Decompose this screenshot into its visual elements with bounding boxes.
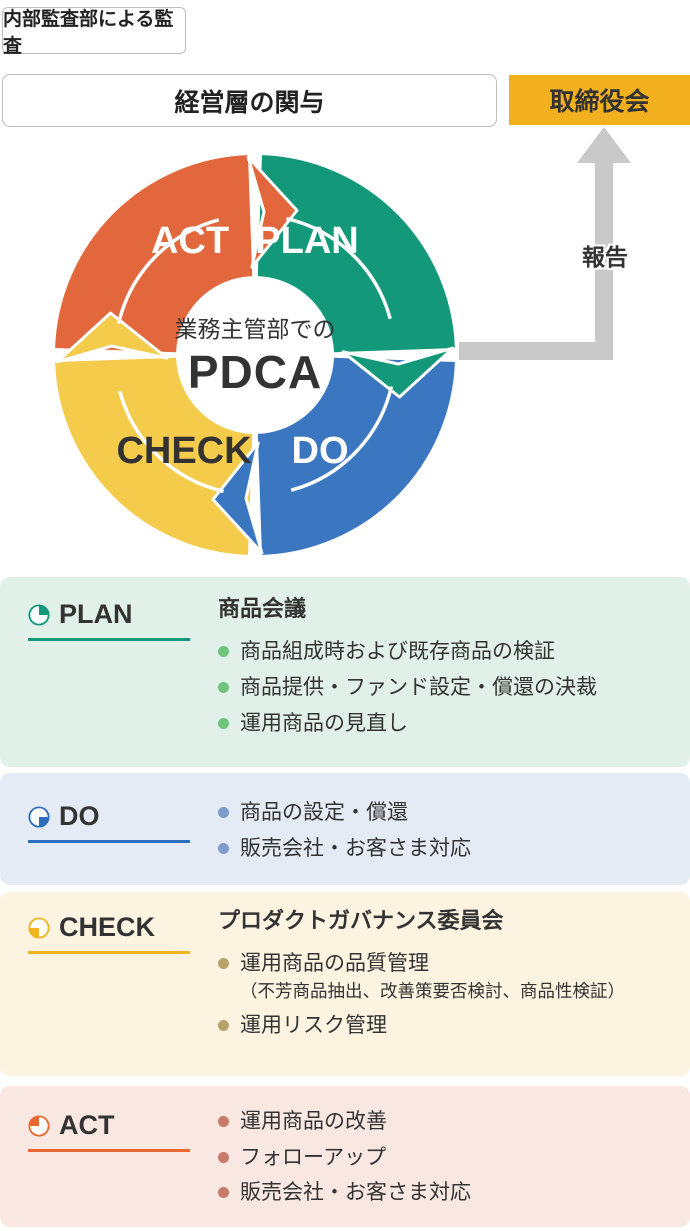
bullet-text: 商品提供・ファンド設定・償還の決裁 — [240, 676, 597, 700]
section-check-heading: プロダクトガバナンス委員会 — [218, 908, 504, 933]
section-act: ACT 運用商品の改善 フォローアップ 販売会社・お客さま対応 — [0, 1086, 690, 1227]
wheel-inner-arc-check — [118, 390, 224, 494]
list-item: 販売会社・お客さま対応 — [218, 1179, 674, 1207]
bullet-text: 運用商品の見直し — [240, 711, 408, 735]
pie-quarter-1-icon — [28, 603, 50, 626]
wheel-quadrant-check — [55, 357, 253, 555]
section-act-label: ACT — [59, 1110, 115, 1140]
section-do-content: 商品の設定・償還 販売会社・お客さま対応 — [218, 799, 674, 870]
list-item: 運用商品の品質管理 （不芳商品抽出、改善策要否検討、商品性検証） — [218, 950, 674, 1003]
list-item: 商品の設定・償還 — [218, 799, 674, 827]
wheel-label-act: ACT — [151, 220, 229, 262]
wheel-inner-arc-plan — [286, 216, 392, 320]
wheel-label-plan: PLAN — [255, 220, 358, 262]
pie-quarter-2-icon — [28, 805, 50, 828]
pie-quarter-3-icon — [28, 916, 50, 939]
bullet-dot-icon — [218, 842, 229, 854]
bullet-dot-icon — [218, 682, 229, 694]
section-plan-label-block: PLAN — [28, 599, 190, 641]
report-arrow-vertical-bar — [595, 160, 613, 360]
section-do: DO 商品の設定・償還 販売会社・お客さま対応 — [0, 773, 690, 885]
bullet-dot-icon — [218, 958, 229, 970]
list-item: 商品提供・ファンド設定・償還の決裁 — [218, 674, 674, 702]
internal-audit-label: 内部監査部による監査 — [3, 8, 174, 57]
bullet-dot-icon — [218, 807, 229, 818]
bullet-text: 運用商品の改善 — [240, 1110, 387, 1133]
wheel-quadrant-act — [55, 155, 253, 353]
report-arrow-up-icon — [577, 127, 631, 163]
wheel-inner-arc-do — [290, 386, 394, 492]
wheel-label-do: DO — [292, 430, 349, 472]
report-arrow-horizontal-bar — [459, 342, 613, 360]
wheel-center-subtitle: 業務主管部での — [175, 316, 336, 342]
wheel-arrowhead-check-icon — [55, 311, 169, 364]
bullet-text: 商品の設定・償還 — [240, 801, 408, 824]
section-do-label: DO — [59, 801, 100, 831]
bullet-text: フォローアップ — [240, 1145, 387, 1169]
wheel-center-title: PDCA — [188, 346, 322, 398]
pie-quarter-4-icon — [28, 1114, 50, 1137]
board-of-directors-box: 取締役会 — [509, 75, 690, 125]
section-plan-content: 商品会議 商品組成時および既存商品の検証 商品提供・ファンド設定・償還の決裁 運… — [218, 596, 674, 746]
bullet-note: （不芳商品抽出、改善策要否検討、商品性検証） — [240, 981, 625, 1002]
section-do-label-block: DO — [28, 801, 190, 843]
bullet-dot-icon — [218, 1019, 229, 1031]
wheel-arrowhead-act-icon — [246, 155, 299, 269]
section-check-content: プロダクトガバナンス委員会 運用商品の品質管理 （不芳商品抽出、改善策要否検討、… — [218, 908, 674, 1047]
bullet-dot-icon — [218, 717, 229, 729]
section-plan: PLAN 商品会議 商品組成時および既存商品の検証 商品提供・ファンド設定・償還… — [0, 577, 690, 767]
bullet-text: 商品組成時および既存商品の検証 — [240, 640, 555, 664]
internal-audit-box: 内部監査部による監査 — [2, 7, 186, 57]
section-plan-heading: 商品会議 — [218, 596, 307, 621]
list-item: 商品組成時および既存商品の検証 — [218, 638, 674, 666]
list-item: フォローアップ — [218, 1144, 674, 1172]
section-act-content: 運用商品の改善 フォローアップ 販売会社・お客さま対応 — [218, 1108, 674, 1215]
bullet-text: 販売会社・お客さま対応 — [240, 836, 471, 860]
wheel-arrowhead-plan-icon — [341, 346, 455, 399]
section-act-label-block: ACT — [28, 1110, 190, 1152]
bullet-dot-icon — [218, 1187, 229, 1199]
list-item: 運用商品の見直し — [218, 710, 674, 738]
bullet-dot-icon — [218, 1151, 229, 1163]
bullet-text: 運用リスク管理 — [240, 1013, 387, 1037]
section-plan-label: PLAN — [59, 599, 133, 629]
wheel-label-check: CHECK — [116, 430, 252, 472]
section-check-label-block: CHECK — [28, 912, 190, 954]
list-item: 運用リスク管理 — [218, 1012, 674, 1040]
wheel-arrowhead-do-icon — [211, 441, 264, 555]
section-check: CHECK プロダクトガバナンス委員会 運用商品の品質管理 （不芳商品抽出、改善… — [0, 892, 690, 1076]
list-item: 運用商品の改善 — [218, 1108, 674, 1136]
bullet-dot-icon — [218, 646, 229, 658]
bullet-dot-icon — [218, 1116, 229, 1127]
bullet-text: 運用商品の品質管理 — [240, 952, 429, 976]
section-check-label: CHECK — [59, 912, 156, 942]
wheel-quadrant-do — [257, 357, 455, 555]
report-label: 報告 — [582, 244, 628, 270]
board-of-directors-label: 取締役会 — [549, 88, 650, 116]
wheel-quadrant-plan — [257, 155, 455, 353]
management-involvement-box: 経営層の関与 — [2, 74, 497, 127]
wheel-inner-arc-act — [116, 218, 220, 324]
bullet-text: 販売会社・お客さま対応 — [240, 1181, 471, 1205]
pdca-cycle-wheel: ACT PLAN CHECK DO 業務主管部での PDCA — [55, 155, 455, 555]
list-item: 販売会社・お客さま対応 — [218, 835, 674, 863]
management-involvement-label: 経営層の関与 — [174, 88, 325, 117]
